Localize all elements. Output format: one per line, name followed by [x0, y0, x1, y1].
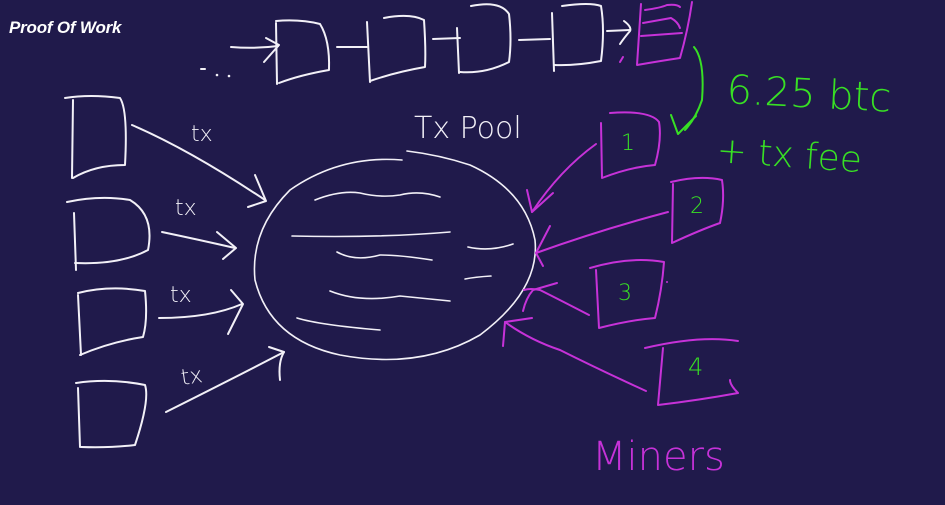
tx-label-2: tx	[175, 196, 197, 221]
tx-arrow-3	[158, 303, 243, 319]
new-block	[636, 1, 693, 66]
miner-3: 3	[522, 259, 668, 329]
reward-arrowhead	[670, 114, 697, 135]
miner-2: 2	[535, 176, 725, 267]
reward-annotation: 6.25 btc + tx fee	[670, 46, 893, 181]
block-2	[366, 14, 427, 83]
miners-label: Miners	[592, 434, 725, 480]
miner-3-arrow	[523, 288, 590, 316]
block-1	[275, 19, 331, 85]
tx-pool-label: Tx Pool	[414, 111, 522, 146]
tx-label-4: tx	[179, 363, 204, 391]
miner-4-number: 4	[688, 353, 703, 381]
miner-4: 4	[502, 317, 739, 406]
chain-link-3	[518, 38, 551, 41]
miner-1-number: 1	[621, 131, 635, 156]
reward-arrow	[684, 46, 704, 131]
miner-1-arrow	[531, 143, 597, 213]
sender-3: tx	[77, 283, 244, 356]
tx-arrow-1	[131, 124, 266, 201]
miner-3-number: 3	[618, 281, 632, 306]
chain-arrow-new	[606, 20, 632, 63]
tx-label-1: tx	[191, 122, 213, 147]
ellipsis-dots	[200, 68, 231, 78]
block-4	[551, 3, 604, 72]
tx-label-3: tx	[170, 283, 192, 308]
miner-2-arrow	[535, 211, 669, 254]
chain-link-2	[432, 37, 461, 40]
tx-arrow-2	[161, 231, 236, 249]
reward-line1: 6.25 btc	[725, 67, 892, 122]
miner-1: 1	[526, 111, 661, 213]
sender-1: tx	[64, 95, 267, 208]
tx-arrow-4	[165, 351, 285, 413]
sender-2: tx	[66, 196, 237, 271]
slide-title: Proof Of Work	[9, 18, 122, 37]
miner-2-number: 2	[690, 194, 704, 219]
blockchain-row	[200, 1, 693, 85]
miner-4-arrow	[504, 321, 647, 392]
tx-pool	[253, 150, 537, 361]
reward-line2: + tx fee	[715, 130, 863, 181]
sender-4: tx	[75, 346, 285, 449]
chain-arrow-in	[230, 37, 280, 63]
block-3	[456, 3, 512, 74]
